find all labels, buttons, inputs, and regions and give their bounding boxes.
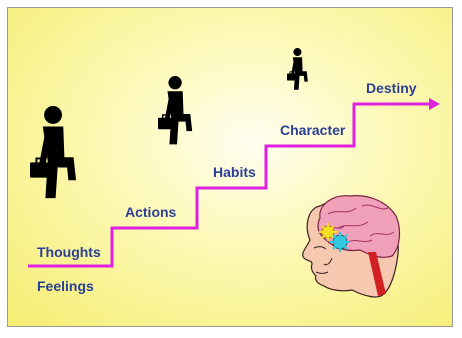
- brain-head-icon: [302, 195, 401, 298]
- arrow-head-icon: [429, 98, 440, 110]
- label-feelings: Feelings: [37, 278, 94, 294]
- gear-icon-yellow: [319, 223, 337, 241]
- label-habits: Habits: [213, 164, 256, 180]
- label-destiny: Destiny: [366, 80, 417, 96]
- gear-icon-cyan: [330, 232, 350, 252]
- label-character: Character: [280, 122, 346, 138]
- label-thoughts: Thoughts: [37, 244, 101, 260]
- slide: Thoughts Feelings Actions Habits Charact…: [7, 7, 453, 327]
- walking-businessman-icon-large: [29, 105, 78, 200]
- walking-businessman-icon-medium: [157, 75, 193, 146]
- staircase-diagram: [28, 47, 440, 298]
- label-actions: Actions: [125, 204, 177, 220]
- staircase-line: [28, 102, 429, 268]
- walking-businessman-icon-small: [286, 47, 309, 91]
